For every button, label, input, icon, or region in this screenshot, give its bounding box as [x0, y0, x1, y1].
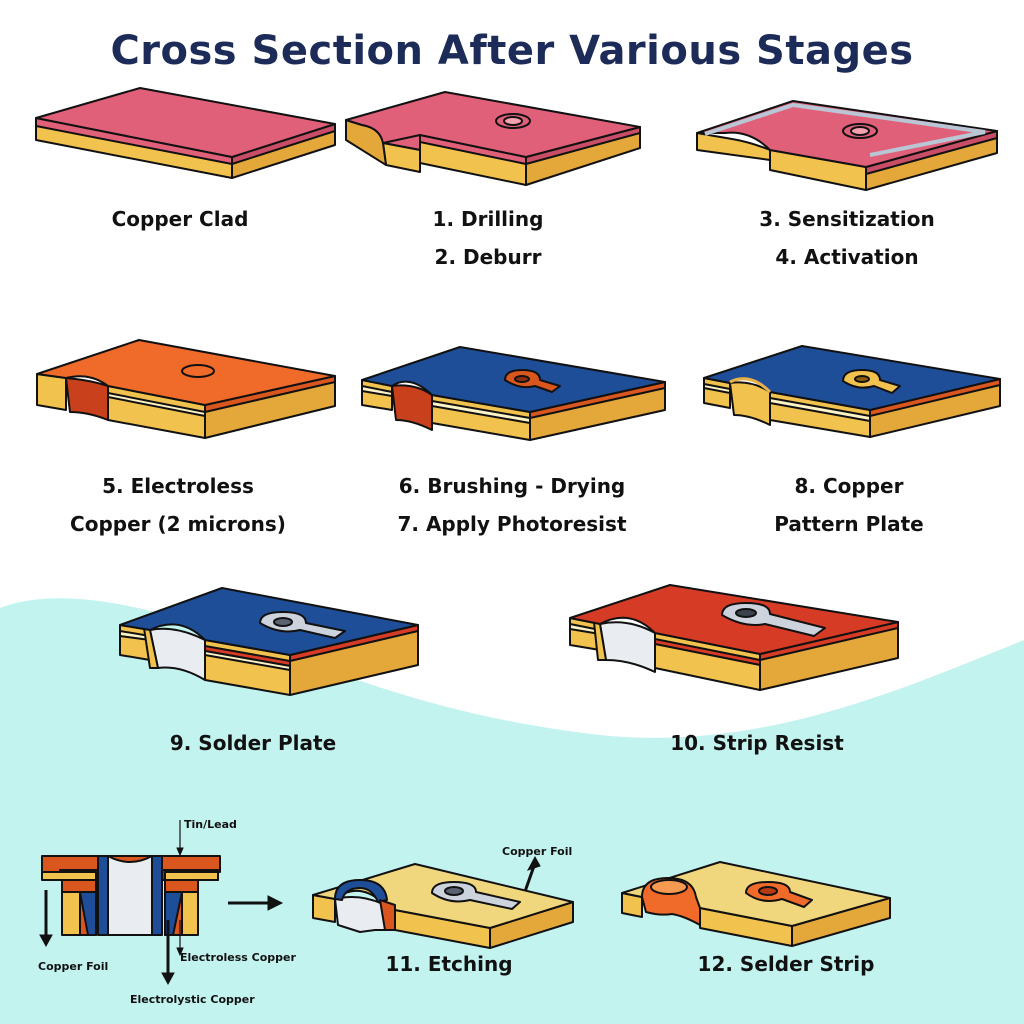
caption-line: Copper (2 microns): [70, 512, 286, 536]
caption-line: 10. Strip Resist: [670, 731, 844, 755]
label-copper-foil-left: Copper Foil: [38, 960, 109, 973]
caption-copper-clad: Copper Clad: [20, 200, 340, 238]
caption-line: 2. Deburr: [434, 245, 542, 269]
caption-line: 3. Sensitization: [759, 207, 935, 231]
caption-line: Copper Clad: [111, 207, 249, 231]
caption-drilling: 1. Drilling 2. Deburr: [328, 200, 648, 276]
board-pattern-plate: [703, 345, 1001, 438]
board-drilling: [345, 91, 641, 186]
caption-line: 5. Electroless: [102, 474, 254, 498]
caption-line: 12. Selder Strip: [697, 952, 875, 976]
caption-line: 8. Copper: [794, 474, 904, 498]
caption-line: 6. Brushing - Drying: [398, 474, 626, 498]
detail-arrows: [39, 820, 541, 986]
label-tin-lead: Tin/Lead: [184, 818, 237, 831]
caption-line: 9. Solder Plate: [169, 731, 337, 755]
cross-section-detail: [41, 855, 221, 936]
caption-photoresist: 6. Brushing - Drying 7. Apply Photoresis…: [352, 467, 672, 543]
caption-pattern-plate: 8. Copper Pattern Plate: [689, 467, 1009, 543]
board-copper-clad: [35, 87, 336, 179]
board-strip-resist: [569, 584, 899, 691]
page-title: Cross Section After Various Stages: [110, 28, 914, 74]
caption-line: 4. Activation: [775, 245, 919, 269]
caption-solder-plate: 9. Solder Plate: [93, 724, 413, 762]
label-copper-foil-right: Copper Foil: [502, 845, 573, 858]
board-etching: [312, 863, 574, 949]
caption-strip-resist: 10. Strip Resist: [597, 724, 917, 762]
caption-line: 7. Apply Photoresist: [397, 512, 627, 536]
caption-etching: 11. Etching: [289, 945, 609, 983]
board-photoresist: [361, 346, 666, 441]
label-electrolytic-copper: Electrolystic Copper: [130, 993, 255, 1006]
board-sensitization: [696, 100, 998, 191]
caption-sensitization: 3. Sensitization 4. Activation: [687, 200, 1007, 276]
board-solder-plate: [119, 587, 419, 696]
caption-electroless: 5. Electroless Copper (2 microns): [18, 467, 338, 543]
caption-line: 11. Etching: [385, 952, 513, 976]
caption-line: 1. Drilling: [432, 207, 544, 231]
caption-selder-strip: 12. Selder Strip: [626, 945, 946, 983]
board-selder-strip: [621, 861, 891, 947]
board-electroless: [36, 339, 336, 439]
caption-line: Pattern Plate: [774, 512, 924, 536]
label-electroless-copper: Electroless Copper: [180, 951, 296, 964]
